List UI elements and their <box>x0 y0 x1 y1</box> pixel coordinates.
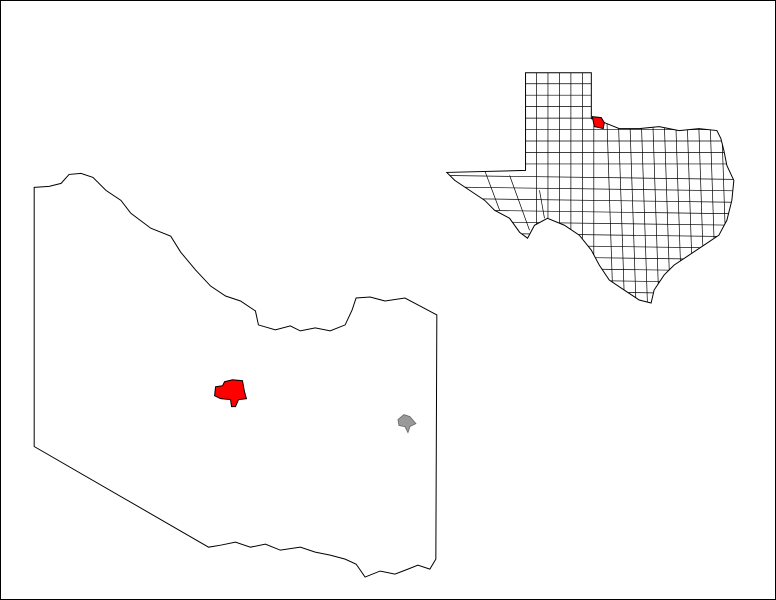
county-boundary <box>446 266 734 272</box>
highlighted-county <box>591 116 605 130</box>
county-boundary <box>446 289 734 295</box>
texas-outline <box>445 72 735 304</box>
other-community <box>397 414 417 434</box>
county-boundary <box>446 301 734 303</box>
county-boundary <box>484 170 500 211</box>
county-outline <box>33 172 438 578</box>
county-boundary <box>446 255 734 260</box>
county-boundary <box>539 190 545 219</box>
county-boundary <box>446 278 734 283</box>
county-boundary <box>446 197 734 203</box>
county-boundary <box>509 175 530 231</box>
highlighted-city <box>214 379 248 408</box>
texas-locator-inset <box>445 72 735 304</box>
county-boundary <box>446 175 734 180</box>
county-boundary <box>446 186 734 192</box>
